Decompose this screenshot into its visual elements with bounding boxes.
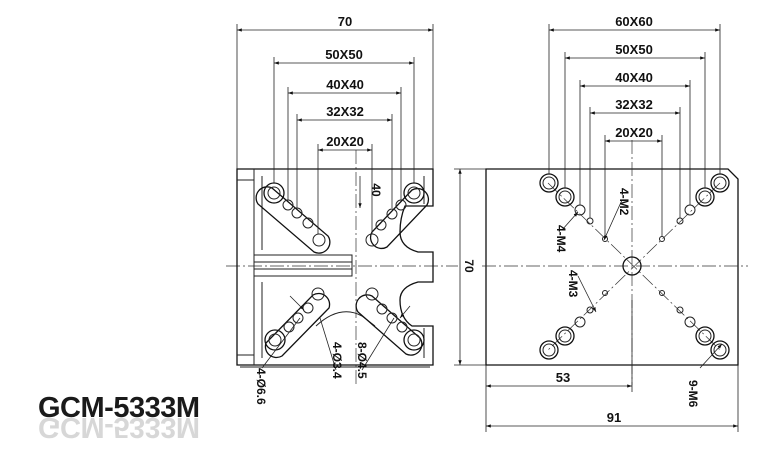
left-dim-70-label: 70	[338, 14, 352, 29]
right-plate-outline	[485, 168, 739, 366]
callout-m3: 4-M3	[566, 270, 580, 298]
upper-left-slot	[255, 182, 331, 254]
right-dim-53-label: 53	[556, 370, 570, 385]
center-hole	[622, 256, 642, 276]
leader-66	[261, 317, 301, 369]
left-dim-20-label: 20X20	[326, 134, 364, 149]
right-dim-50-label: 50X50	[615, 42, 653, 57]
right-horizontal-dimensions	[548, 24, 721, 236]
leader-34	[319, 317, 337, 371]
right-dim-32-label: 32X32	[615, 97, 653, 112]
left-dim-40-label: 40X40	[326, 77, 364, 92]
model-number-reflection: GCM-5333M	[38, 418, 200, 442]
lower-right-slot	[355, 287, 425, 356]
callout-m6: 9-M6	[686, 380, 700, 408]
leader-45	[361, 317, 395, 371]
callout-hole-34: 4-Ø3.4	[330, 342, 344, 379]
right-dim-20-label: 20X20	[615, 125, 653, 140]
left-dim-32-label: 32X32	[326, 104, 364, 119]
left-dim-40v-label: 40	[369, 183, 383, 197]
upper-right-slot	[365, 182, 430, 250]
callout-m4: 4-M4	[554, 225, 568, 253]
callout-m2: 4-M2	[617, 188, 631, 216]
right-dim-91-label: 91	[607, 410, 621, 425]
right-view	[454, 24, 748, 432]
right-dim-60-label: 60X60	[615, 14, 653, 29]
left-dim-50-label: 50X50	[325, 47, 363, 62]
model-number: GCM-5333M	[38, 392, 200, 424]
right-hole-pattern	[539, 173, 730, 360]
left-view	[226, 24, 458, 385]
callout-hole-45: 8-Ø4.5	[355, 342, 369, 379]
callout-hole-66: 4-Ø6.6	[254, 368, 268, 405]
left-horizontal-dimensions	[236, 24, 434, 234]
right-dim-40-label: 40X40	[615, 70, 653, 85]
right-dim-70-label: 70	[462, 259, 476, 273]
